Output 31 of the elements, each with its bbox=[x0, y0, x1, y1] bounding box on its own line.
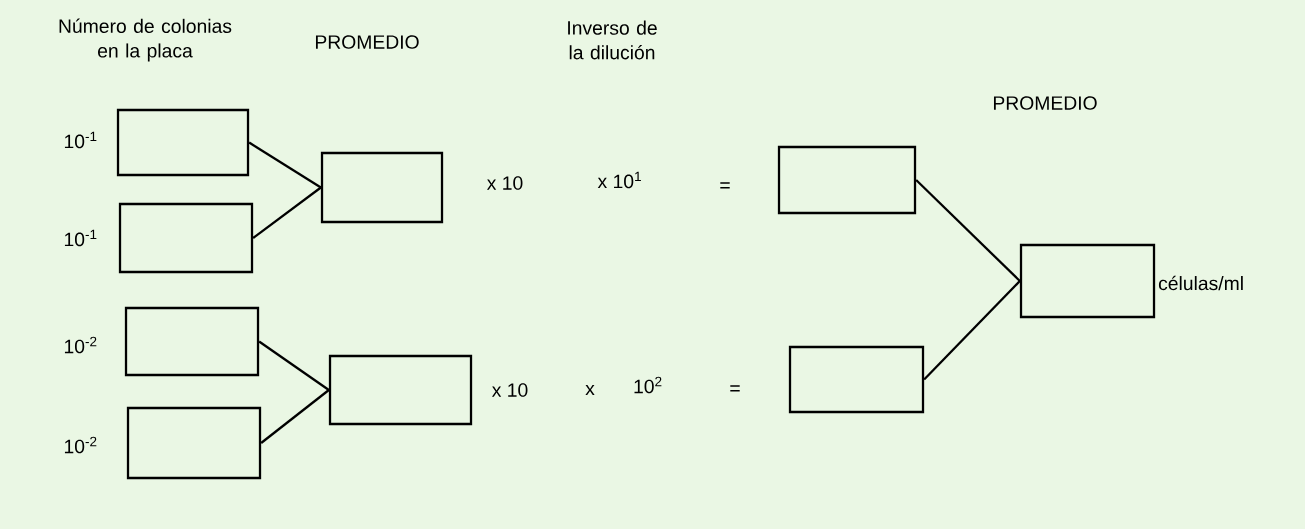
connector-line bbox=[260, 389, 330, 444]
column-heading: PROMEDIO bbox=[994, 96, 1097, 110]
column-heading: Inverso de la dilución bbox=[568, 20, 657, 60]
exponent-label: 10$^{-2}$ bbox=[64, 336, 97, 354]
column-heading: PROMEDIO bbox=[316, 35, 419, 49]
answer-box bbox=[1019, 243, 1156, 319]
multiplier-text: x bbox=[585, 384, 595, 396]
equals-sign: = bbox=[720, 182, 730, 189]
answer-box bbox=[320, 151, 444, 224]
equals-sign: = bbox=[730, 385, 740, 392]
multiplier-text: x 10 bbox=[486, 176, 523, 190]
answer-box bbox=[118, 202, 254, 274]
exponent-label: 10$^{-1}$ bbox=[64, 131, 97, 149]
multiplier-text: 10$^{2}$ bbox=[634, 376, 662, 394]
connector-line bbox=[923, 280, 1021, 381]
connector-line bbox=[258, 340, 330, 391]
multiplier-text: x 10 bbox=[491, 383, 528, 397]
answer-box bbox=[116, 108, 250, 177]
answer-box bbox=[788, 345, 925, 414]
answer-box bbox=[124, 306, 260, 377]
column-heading: Número de colonias en la placa bbox=[59, 18, 232, 62]
unit-label: células/ml bbox=[1158, 275, 1243, 291]
exponent-label: 10$^{-2}$ bbox=[64, 436, 97, 454]
exponent-label: 10$^{-1}$ bbox=[64, 229, 97, 247]
connector-line bbox=[915, 179, 1021, 282]
answer-box bbox=[777, 145, 917, 215]
answer-box bbox=[126, 406, 262, 480]
connector-line bbox=[248, 141, 322, 189]
multiplier-text: x 10$^{1}$ bbox=[597, 171, 641, 189]
connector-line bbox=[252, 186, 322, 239]
answer-box bbox=[328, 354, 473, 426]
